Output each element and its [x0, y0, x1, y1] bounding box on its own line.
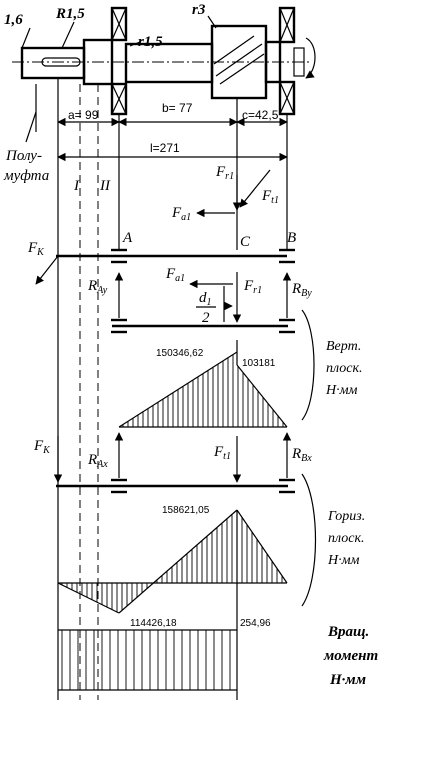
force-Fr1-label-v: Fr1	[243, 278, 262, 296]
shaft-end-right	[293, 47, 305, 77]
point-C-label: C	[240, 234, 251, 250]
bearing-right	[278, 6, 296, 116]
force-Ft1-arrow	[239, 169, 271, 208]
lever-arm-denominator: 2	[202, 310, 210, 326]
force-Ft1-label: Ft1	[261, 188, 279, 206]
force-Ft1-label-h: Ft1	[213, 444, 231, 462]
reaction-RBy-label: RBy	[291, 281, 312, 299]
radius-mid-label: r1,5	[138, 34, 163, 50]
vertical-diagram-right-edge	[236, 364, 288, 428]
horizontal-moment-diagram: 158621,05 114426,18	[57, 505, 288, 700]
torque-diagram: 254,96 Вращ. момент Н·мм	[58, 618, 378, 691]
vertical-value-peak: 150346,62	[156, 348, 204, 359]
vertical-plane-scheme: RAy RBy Fr1 Fa1 d1 2 Верт. плоск. Н·мм	[87, 266, 363, 421]
reaction-RAx-label: RAx	[87, 452, 108, 470]
horizontal-label-line2: плоск.	[328, 531, 365, 546]
horizontal-diagram-negative-left	[57, 582, 120, 614]
radius-left-label: R1,5	[55, 6, 85, 22]
horizontal-label-line3: Н·мм	[327, 553, 360, 568]
vertical-label-line3: Н·мм	[325, 383, 358, 398]
torque-label-line2: момент	[323, 648, 378, 664]
chamfer-label: 1,6	[4, 12, 23, 28]
torque-label-line3: Н·мм	[329, 672, 366, 688]
section-II-label: II	[99, 178, 111, 194]
dim-l-label: l=271	[150, 141, 180, 155]
gear-tooth-line	[215, 43, 263, 77]
support-A-label: A	[122, 230, 133, 246]
reaction-RBx-label: RBx	[291, 446, 312, 464]
dimensions: a= 99 b= 77 c=42,5 l=271 Полу- муфта I I…	[3, 78, 288, 700]
shaft-end	[20, 46, 86, 80]
coupling-leader	[25, 111, 37, 143]
dim-b-label: b= 77	[162, 101, 193, 115]
coupling-label-line2: муфта	[3, 168, 49, 184]
torque-label-line1: Вращ.	[327, 624, 369, 640]
vertical-bracket	[301, 309, 315, 421]
lever-arm-numerator: d1	[199, 290, 212, 308]
shaft-drawing: 1,6 R1,5 r1,5 r3	[4, 2, 316, 116]
vertical-moment-diagram: 150346,62 103181	[118, 340, 288, 428]
horizontal-label-line1: Гориз.	[327, 509, 365, 524]
leader-line	[21, 27, 31, 49]
torque-value: 254,96	[240, 618, 271, 629]
coupling-label-line1: Полу-	[5, 148, 42, 164]
leader-line	[207, 15, 217, 29]
force-FK-label: FK	[27, 240, 45, 258]
horizontal-bracket	[301, 473, 317, 607]
horizontal-diagram-rise	[118, 509, 238, 614]
gear-tooth-line	[213, 35, 255, 65]
horizontal-plane-scheme: FK RAx Ft1 RBx Гориз. плоск. Н·мм	[33, 432, 365, 607]
keyway	[41, 57, 81, 67]
support-B-label: B	[287, 230, 296, 246]
vertical-value-right: 103181	[242, 358, 276, 369]
bearing-left	[110, 6, 128, 116]
leader-line	[61, 21, 75, 49]
radius-right-label: r3	[192, 2, 206, 18]
shaft-scheme: A C B FK	[27, 230, 296, 285]
rotation-arrow-icon	[305, 37, 316, 79]
section-I-label: I	[73, 178, 80, 194]
force-Fa1-label: Fa1	[171, 205, 191, 223]
vertical-label-line2: плоск.	[326, 361, 363, 376]
force-FK-label-h: FK	[33, 438, 51, 456]
dim-c-label: c=42,5	[242, 108, 279, 122]
force-Fr1-label: Fr1	[215, 164, 234, 182]
force-Fa1-label-v: Fa1	[165, 266, 185, 284]
force-FK-arrow	[35, 255, 59, 285]
shaft-right	[264, 40, 282, 84]
vertical-label-line1: Верт.	[326, 339, 361, 354]
horizontal-value-min: 114426,18	[130, 618, 177, 629]
horizontal-value-peak: 158621,05	[162, 505, 210, 516]
leader-line	[129, 41, 141, 47]
gear-forces: Fr1 Ft1 Fa1	[171, 164, 279, 223]
gear-tooth-line	[219, 53, 265, 85]
dim-a-label: a= 99	[68, 108, 99, 122]
reaction-RAy-label: RAy	[87, 278, 108, 296]
